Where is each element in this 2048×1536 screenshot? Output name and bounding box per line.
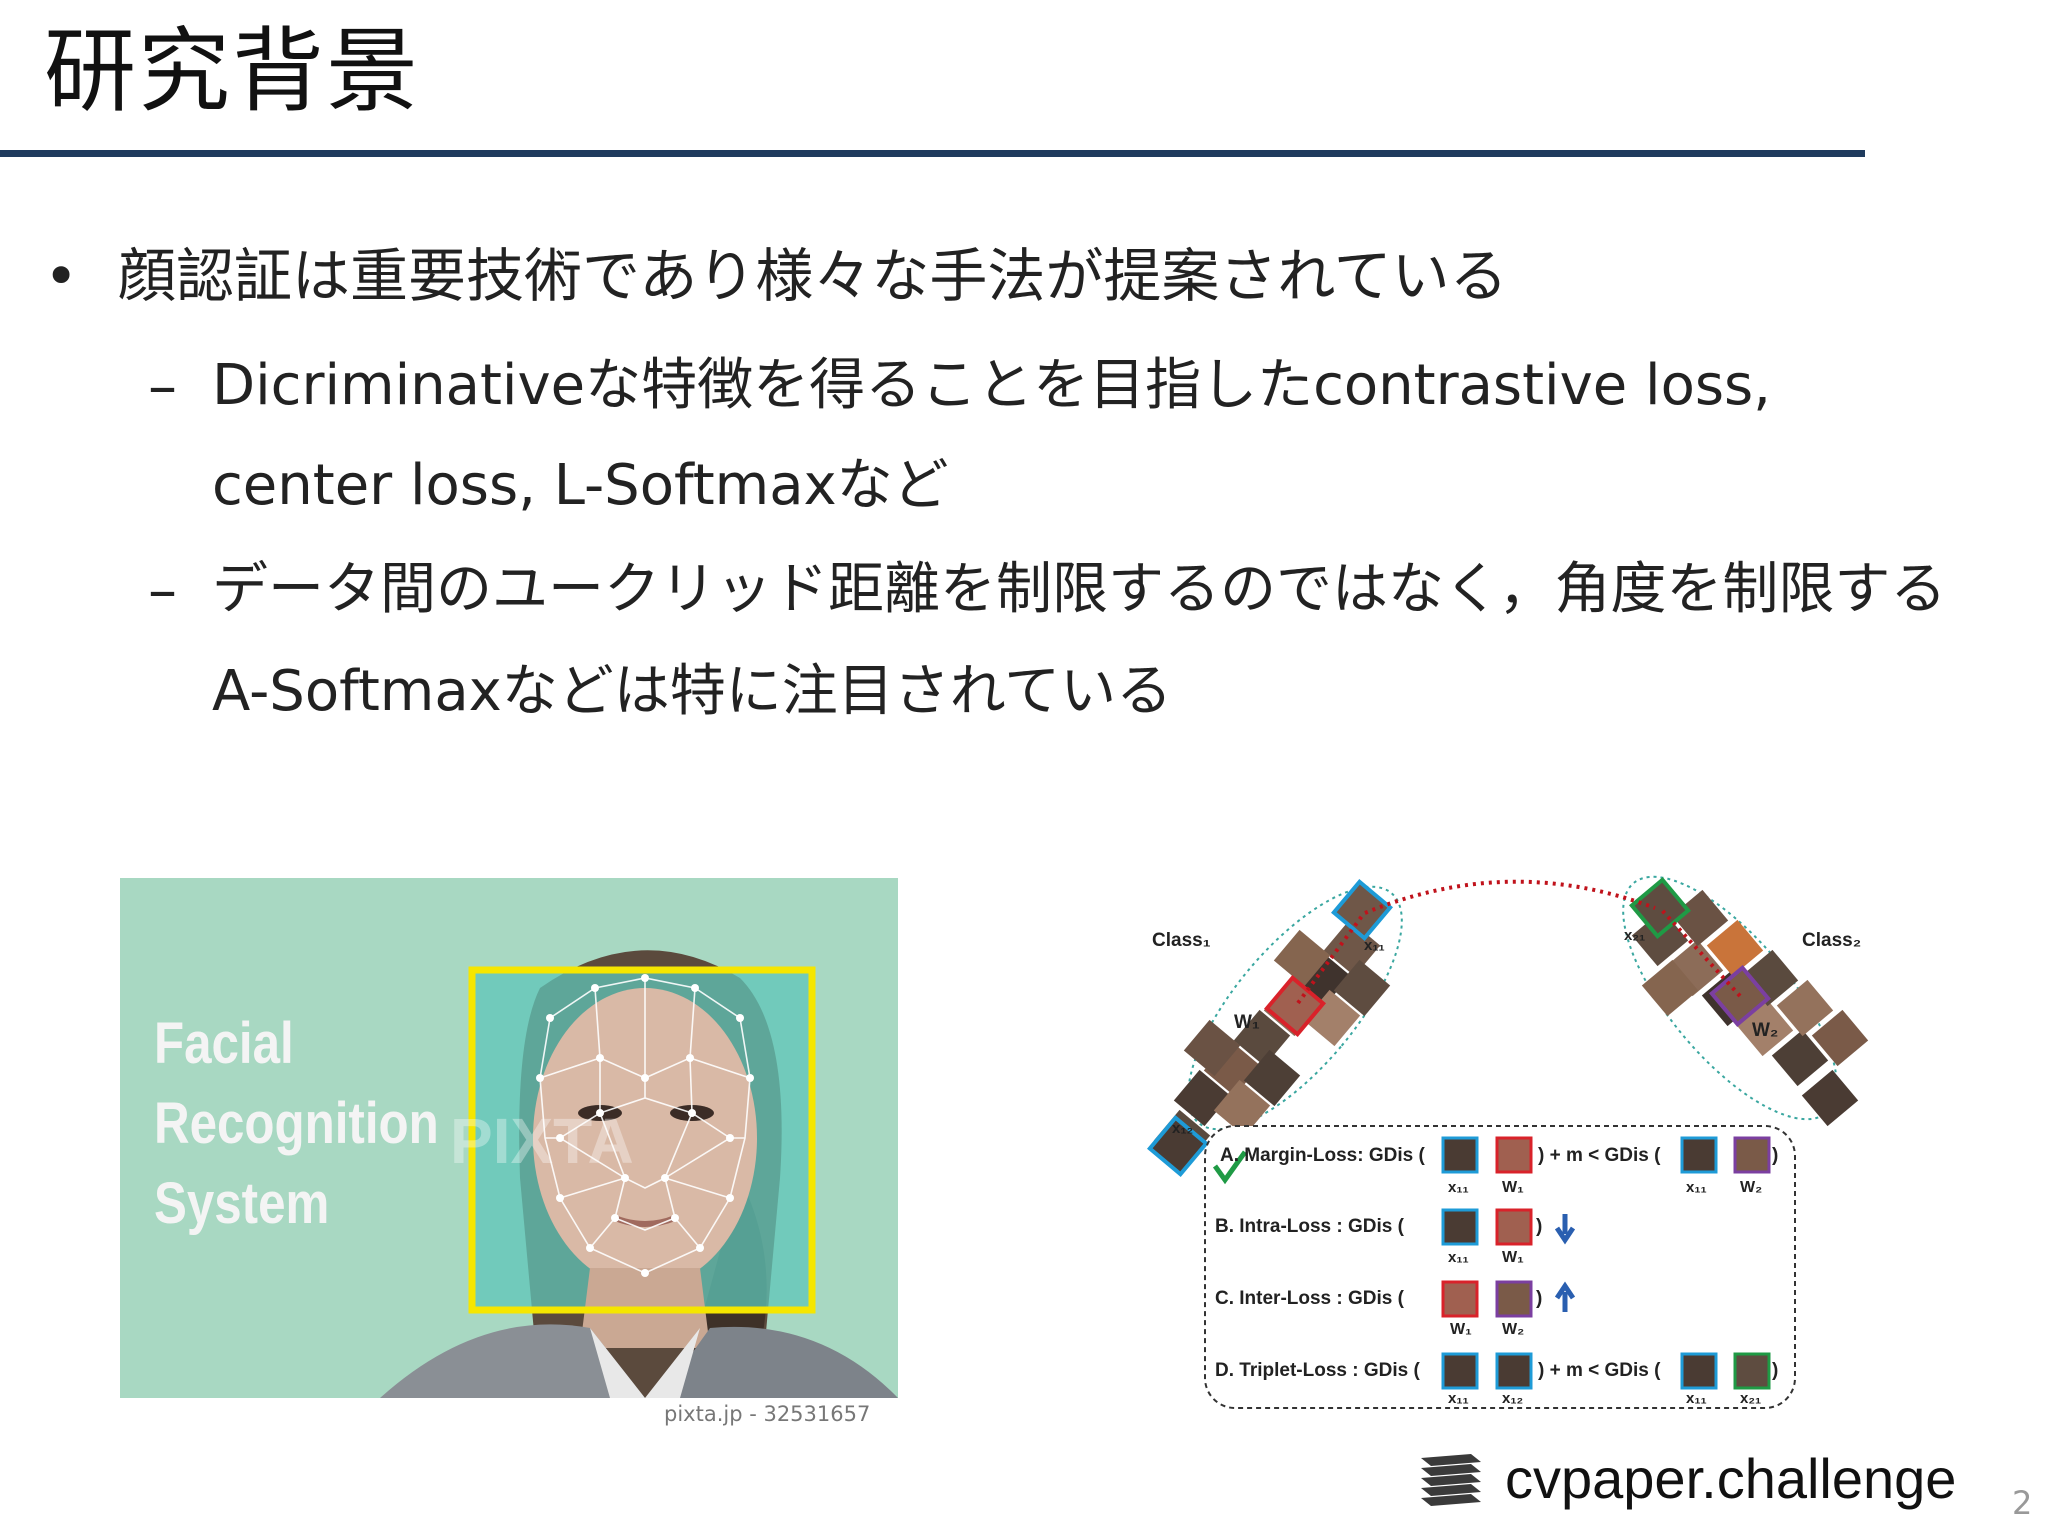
dash-marker: – xyxy=(148,556,177,624)
x12-tile xyxy=(1147,1115,1209,1177)
loss-b-end: ) xyxy=(1536,1216,1542,1237)
overlay-text-line-3: System xyxy=(154,1171,329,1236)
loss-d-label: D. Triplet-Loss : GDis ( xyxy=(1215,1360,1420,1381)
check-icon xyxy=(1212,1150,1248,1185)
loss-c-pair1-b: W₂ xyxy=(1502,1321,1524,1338)
facial-recognition-image: Facial Recognition System PIXTA xyxy=(120,878,898,1398)
w1-link xyxy=(1296,914,1364,1005)
loss-a-pair1-b: W₁ xyxy=(1502,1179,1524,1196)
class2-label: Class₂ xyxy=(1802,930,1861,951)
image-credit: pixta.jp - 32531657 xyxy=(664,1402,871,1426)
title-rule xyxy=(0,150,1865,157)
loss-c-label: C. Inter-Loss : GDis ( xyxy=(1215,1288,1405,1309)
x11-label: x₁₁ xyxy=(1364,937,1385,954)
bullet-2-line-2: center loss, L-Softmaxなど xyxy=(212,453,949,518)
loss-d-middle: ) + m < GDis ( xyxy=(1538,1360,1661,1381)
arrow-up-icon xyxy=(1554,1281,1576,1312)
stacked-layers-icon xyxy=(1421,1454,1481,1506)
overlay-text-line-2: Recognition xyxy=(154,1091,439,1156)
brand-text: cvpaper.challenge xyxy=(1505,1447,1957,1510)
loss-a-label: A. Margin-Loss: GDis ( xyxy=(1220,1145,1425,1166)
loss-c-end: ) xyxy=(1536,1288,1542,1309)
w1-label: W₁ xyxy=(1234,1012,1260,1033)
bullet-2-line-1: Dicriminativeな特徴を得ることを目指したcontrastive lo… xyxy=(212,353,1771,418)
margin-link xyxy=(1364,879,1656,915)
x21-label: x₂₁ xyxy=(1624,927,1645,944)
bullet-3-line-1: データ間のユークリッド距離を制限するのではなく，角度を制限する xyxy=(212,557,1947,622)
bullet-3-line-2: A-Softmaxなどは特に注目されている xyxy=(212,659,1173,724)
arrow-down-icon xyxy=(1554,1214,1576,1245)
loss-d-pair2-b: x₂₁ xyxy=(1740,1390,1761,1407)
loss-b-pair1-a: x₁₁ xyxy=(1448,1249,1469,1266)
loss-d-pair2-a: x₁₁ xyxy=(1686,1390,1707,1407)
page-number: 2 xyxy=(2012,1484,2033,1522)
watermark: PIXTA xyxy=(450,1105,634,1177)
loss-a-pair2-b: W₂ xyxy=(1740,1179,1762,1196)
face-detection-box xyxy=(468,966,816,1314)
overlay-text-line-1: Facial xyxy=(154,1011,294,1076)
loss-a-middle: ) + m < GDis ( xyxy=(1538,1145,1661,1166)
loss-d-end: ) xyxy=(1772,1360,1778,1381)
loss-a-end: ) xyxy=(1772,1145,1778,1166)
w2-label: W₂ xyxy=(1752,1020,1778,1041)
loss-b-pair1-b: W₁ xyxy=(1502,1249,1524,1266)
facial-recognition-figure: Facial Recognition System PIXTA xyxy=(120,878,898,1398)
loss-a-pair1-a: x₁₁ xyxy=(1448,1179,1469,1196)
loss-diagram: Class₁ Class₂ x₁₁ W₁ x₁₂ x₂₁ W₂ A. Margi… xyxy=(1147,875,1869,1409)
face-mesh-nodes xyxy=(536,974,754,1277)
bullet-1-line-1: 顔認証は重要技術であり様々な手法が提案されている xyxy=(118,242,1508,310)
loss-diagram-figure: Class₁ Class₂ x₁₁ W₁ x₁₂ x₂₁ W₂ A. Margi… xyxy=(1120,868,1900,1418)
loss-b-label: B. Intra-Loss : GDis ( xyxy=(1215,1216,1405,1237)
class1-label: Class₁ xyxy=(1152,930,1211,951)
loss-definitions-box xyxy=(1204,1125,1796,1409)
x12-label: x₁₂ xyxy=(1172,1120,1193,1137)
slide-title: 研究背景 xyxy=(44,18,421,125)
bullet-list: • 顔認証は重要技術であり様々な手法が提案されている – Dicriminati… xyxy=(0,0,2048,760)
w1-tile xyxy=(1264,975,1326,1037)
loss-a-pair2-a: x₁₁ xyxy=(1686,1179,1707,1196)
x11-tile-class1 xyxy=(1331,879,1393,941)
dash-marker: – xyxy=(148,352,177,420)
loss-d-pair1-a: x₁₁ xyxy=(1448,1390,1469,1407)
loss-c-pair1-a: W₁ xyxy=(1450,1321,1472,1338)
class1-ellipse xyxy=(1187,885,1403,1131)
bullet-marker: • xyxy=(44,242,79,310)
loss-d-pair1-b: x₁₂ xyxy=(1502,1390,1523,1407)
